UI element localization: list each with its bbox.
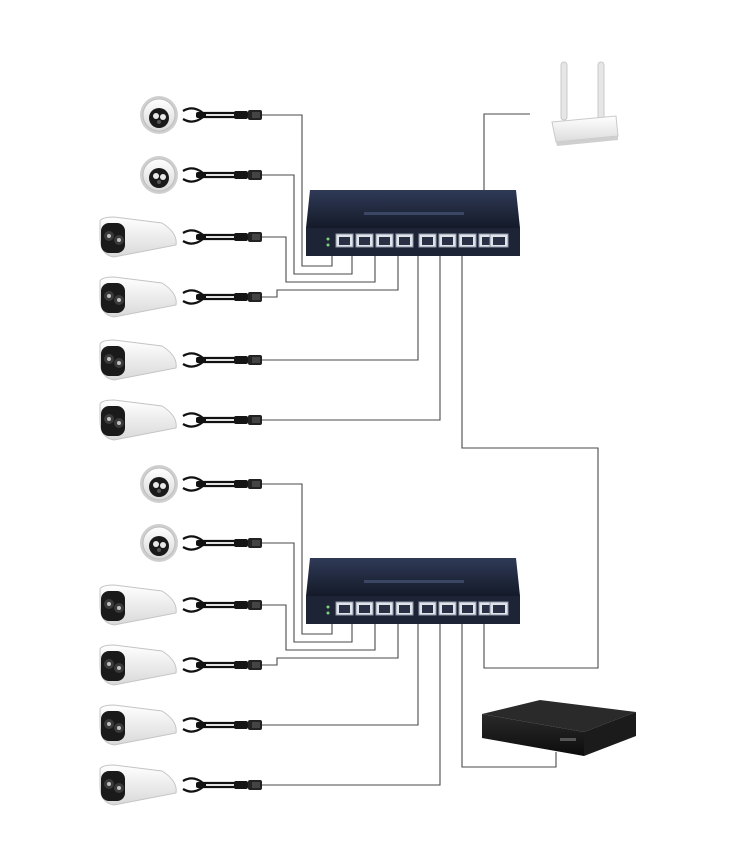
wire-switch-to-switch [461, 252, 599, 669]
cam-8-dome-camera [140, 524, 178, 562]
top-wire-cam-4 [262, 246, 399, 298]
bottom-poe-switch-uplink-port [489, 601, 509, 616]
top-wire-cam-5 [262, 246, 419, 361]
nvr-recorder [482, 700, 636, 756]
bottom-poe-switch-port-7 [458, 601, 477, 616]
cam-12-pigtail-connector [182, 777, 262, 793]
wifi-router [551, 61, 619, 146]
cam-4-bullet-camera [99, 276, 177, 318]
cam-1-pigtail-connector [182, 107, 262, 123]
bottom-poe-switch-port-5 [418, 601, 437, 616]
cam-12-bullet-camera [99, 764, 177, 806]
bottom-wire-cam-3 [262, 604, 376, 651]
top-wire-cam-3 [262, 236, 376, 283]
top-poe-switch-port-3 [375, 233, 394, 248]
devices-layer [99, 61, 636, 806]
cam-5-pigtail-connector [182, 352, 262, 368]
cam-8-pigtail-connector [182, 535, 262, 551]
top-poe-switch-port-7 [458, 233, 477, 248]
top-poe-switch-port-1 [335, 233, 354, 248]
cam-7-dome-camera [140, 465, 178, 503]
bottom-wire-cam-5 [262, 614, 419, 726]
cam-10-bullet-camera [99, 644, 177, 686]
cam-7-pigtail-connector [182, 476, 262, 492]
cam-3-pigtail-connector [182, 229, 262, 245]
top-wire-cam-6 [262, 246, 441, 421]
top-poe-switch-port-2 [355, 233, 374, 248]
bottom-poe-switch-port-1 [335, 601, 354, 616]
cam-5-bullet-camera [99, 339, 177, 381]
cam-2-pigtail-connector [182, 167, 262, 183]
bottom-poe-switch [306, 558, 520, 624]
cam-6-pigtail-connector [182, 412, 262, 428]
top-poe-switch-uplink-port [489, 233, 509, 248]
cam-1-dome-camera [140, 96, 178, 134]
cam-9-bullet-camera [99, 584, 177, 626]
top-poe-switch-port-5 [418, 233, 437, 248]
cam-2-dome-camera [140, 156, 178, 194]
cam-6-bullet-camera [99, 399, 177, 441]
top-wire-cam-1 [262, 114, 333, 267]
cam-9-pigtail-connector [182, 597, 262, 613]
top-wire-cam-2 [262, 174, 353, 275]
bottom-wire-cam-6 [262, 614, 441, 786]
bottom-poe-switch-port-6 [438, 601, 457, 616]
top-poe-switch-port-4 [395, 233, 414, 248]
cam-11-pigtail-connector [182, 717, 262, 733]
wire-switch-to-nvr [461, 616, 557, 768]
bottom-wire-cam-4 [262, 614, 399, 666]
wire-switch-to-router [483, 113, 530, 190]
bottom-poe-switch-port-4 [395, 601, 414, 616]
cam-3-bullet-camera [99, 216, 177, 258]
wires-layer [262, 113, 599, 786]
bottom-wire-cam-2 [262, 542, 353, 643]
bottom-wire-cam-1 [262, 483, 333, 635]
top-poe-switch [306, 190, 520, 256]
cam-11-bullet-camera [99, 704, 177, 746]
cam-10-pigtail-connector [182, 657, 262, 673]
cam-4-pigtail-connector [182, 289, 262, 305]
bottom-poe-switch-port-2 [355, 601, 374, 616]
top-poe-switch-port-6 [438, 233, 457, 248]
bottom-poe-switch-port-3 [375, 601, 394, 616]
